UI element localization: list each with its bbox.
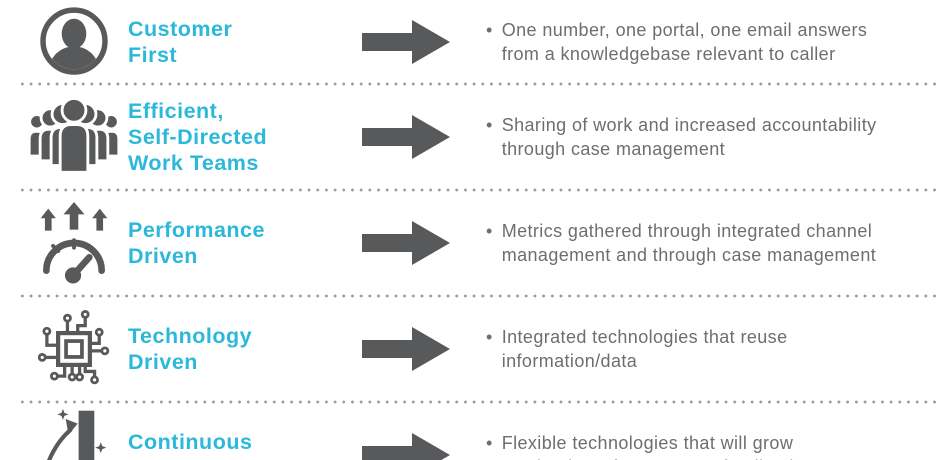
- heading-efficient-teams: Efficient, Self-Directed Work Teams: [128, 98, 354, 177]
- person-in-circle-icon: [33, 5, 115, 79]
- improvement-icon-cell: [28, 406, 120, 460]
- speedometer-up-arrows-icon: [28, 202, 120, 284]
- bullet-marker: •: [486, 114, 493, 135]
- arrow-cell: [362, 115, 450, 159]
- heading-text: Continuous Improvement: [128, 429, 268, 460]
- right-arrow-icon: [362, 433, 450, 460]
- performance-icon-cell: [28, 202, 120, 284]
- dotted-divider: [18, 294, 936, 298]
- row-customer-first: Customer First • One number, one portal,…: [0, 0, 948, 86]
- heading-text: Technology Driven: [128, 323, 253, 374]
- circuit-chip-icon: [31, 306, 117, 392]
- customer-icon-cell: [28, 5, 120, 79]
- heading-technology-driven: Technology Driven: [128, 323, 354, 375]
- right-arrow-icon: [362, 221, 450, 265]
- people-group-icon: [28, 96, 120, 178]
- row-efficient-teams: Efficient, Self-Directed Work Teams • Sh…: [0, 84, 948, 192]
- right-arrow-icon: [362, 327, 450, 371]
- right-arrow-icon: [362, 20, 450, 64]
- row-continuous-improvement: Continuous Improvement • Flexible techno…: [0, 402, 948, 460]
- bullet-text: One number, one portal, one email answer…: [501, 19, 868, 64]
- team-icon-cell: [28, 96, 120, 178]
- arrow-cell: [362, 221, 450, 265]
- bullet-marker: •: [486, 220, 493, 241]
- bullet-text: Metrics gathered through integrated chan…: [501, 220, 877, 265]
- arrow-cell: [362, 433, 450, 460]
- bullet-marker: •: [486, 432, 493, 453]
- bullet-text: Integrated technologies that reuse infor…: [501, 326, 788, 371]
- bullet-efficient-teams: • Sharing of work and increased accounta…: [486, 113, 938, 161]
- arrow-cell: [362, 20, 450, 64]
- row-technology-driven: Technology Driven • Integrated technolog…: [0, 296, 948, 404]
- heading-customer-first: Customer First: [128, 16, 354, 68]
- heading-text: Performance Driven: [128, 217, 265, 268]
- bullet-performance-driven: • Metrics gathered through integrated ch…: [486, 219, 938, 267]
- bullet-text: Sharing of work and increased accountabi…: [501, 114, 877, 159]
- technology-icon-cell: [28, 306, 120, 392]
- bullet-marker: •: [486, 19, 493, 40]
- dotted-divider: [18, 400, 936, 404]
- arrow-cell: [362, 327, 450, 371]
- dotted-divider: [18, 82, 936, 86]
- bullet-continuous-improvement: • Flexible technologies that will grow m…: [486, 431, 938, 460]
- heading-continuous-improvement: Continuous Improvement: [128, 429, 354, 460]
- bullet-text: Flexible technologies that will grow mec…: [501, 432, 799, 460]
- right-arrow-icon: [362, 115, 450, 159]
- heading-text: Efficient, Self-Directed Work Teams: [128, 98, 268, 176]
- row-performance-driven: Performance Driven • Metrics gathered th…: [0, 190, 948, 298]
- dotted-divider: [18, 188, 936, 192]
- bullet-marker: •: [486, 326, 493, 347]
- heading-text: Customer First: [128, 16, 233, 67]
- heading-performance-driven: Performance Driven: [128, 217, 354, 269]
- bullet-technology-driven: • Integrated technologies that reuse inf…: [486, 325, 938, 373]
- growth-arrow-bar-icon: [38, 406, 110, 460]
- bullet-customer-first: • One number, one portal, one email answ…: [486, 18, 938, 66]
